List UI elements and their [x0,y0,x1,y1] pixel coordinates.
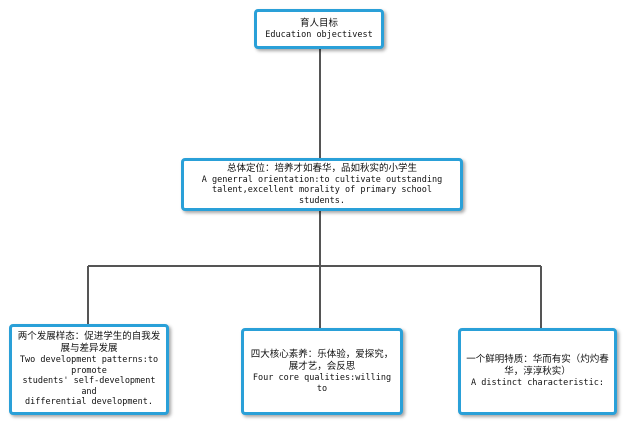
node-title-en: Education objectivest [265,29,373,40]
node-title-zh: 育人目标 [299,17,338,29]
node-title-en: Two development patterns:to promote stud… [19,355,159,408]
node-title-zh: 总体定位：培养才如春华，品如秋实的小学生 [226,162,417,174]
node-core-qualities: 四大核心素养：乐体验，爱探究，展才艺，会反思 Four core qualiti… [241,328,403,415]
node-title-zh: 四大核心素养：乐体验，爱探究，展才艺，会反思 [250,349,394,372]
node-development-patterns: 两个发展样态：促进学生的自我发展与差异发展 Two development pa… [9,324,169,415]
node-title-en: Four core qualities:willing to [252,373,392,394]
node-title-en: A distinct characteristic: [470,378,605,389]
node-education-objectives: 育人目标 Education objectivest [254,9,384,49]
node-title-en: A generral orientation:to cultivate outs… [201,174,443,206]
node-distinct-characteristic: 一个鲜明特质：华而有实（灼灼春华，淳淳秋实） A distinct charac… [458,328,617,415]
node-general-orientation: 总体定位：培养才如春华，品如秋实的小学生 A generral orientat… [181,158,463,211]
node-title-zh: 两个发展样态：促进学生的自我发展与差异发展 [17,331,161,355]
node-title-zh: 一个鲜明特质：华而有实（灼灼春华，淳淳秋实） [466,354,609,378]
